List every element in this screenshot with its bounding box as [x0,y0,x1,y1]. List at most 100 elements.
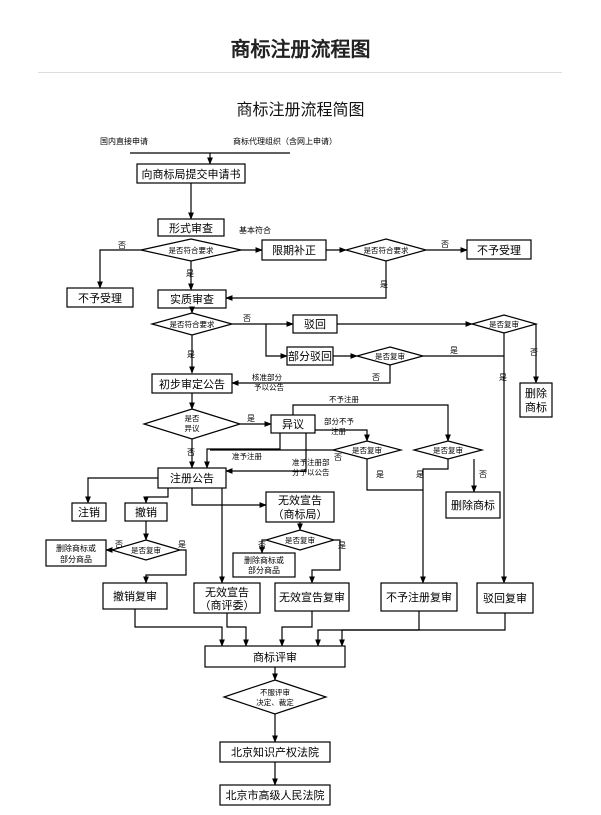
svg-text:驳回: 驳回 [304,318,326,331]
svg-text:形式审查: 形式审查 [169,221,213,235]
source-direct: 国内直接申请 [100,136,148,146]
svg-text:部分不予: 部分不予 [324,416,354,426]
svg-text:是否: 是否 [185,414,200,423]
svg-text:是否复审: 是否复审 [433,445,463,455]
svg-text:是: 是 [380,280,388,289]
decision-d7: 是否复审 [330,440,404,460]
svg-text:是否复审: 是否复审 [489,319,519,329]
decision-d5: 是否复审 [354,346,426,366]
node-invalid-trab: 无效宣告 （商评委） [193,582,261,614]
svg-text:不予注册: 不予注册 [329,394,359,404]
svg-text:初步审定公告: 初步审定公告 [159,377,225,391]
svg-text:是否复审: 是否复审 [352,445,382,455]
svg-text:无效宣告复审: 无效宣告复审 [279,590,345,604]
svg-text:否: 否 [479,470,487,479]
svg-text:注册公告: 注册公告 [170,471,214,485]
svg-text:是否复审: 是否复审 [375,351,405,361]
svg-text:否: 否 [118,241,126,250]
node-delete-mark: 删除 商标 [519,382,553,418]
node-reject-right: 不予受理 [466,239,532,260]
svg-text:注册: 注册 [331,426,346,436]
svg-text:实质审查: 实质审查 [170,292,214,306]
svg-text:是: 是 [499,373,507,382]
svg-text:是: 是 [178,540,186,549]
svg-text:北京知识产权法院: 北京知识产权法院 [231,745,319,759]
svg-text:驳回复审: 驳回复审 [483,591,527,605]
node-delete-mark2: 删除商标 [445,491,501,519]
svg-text:删除: 删除 [525,386,547,400]
svg-text:核准部分: 核准部分 [252,372,282,382]
decision-d6: 是否 异议 [141,408,243,440]
flowchart-title: 商标注册流程简图 [236,100,365,119]
decision-d11: 不服评审 决定、裁定 [222,679,328,715]
node-reject-left: 不予受理 [66,287,134,308]
svg-text:（商标局）: （商标局） [273,507,328,521]
svg-text:决定、裁定: 决定、裁定 [256,697,294,707]
decision-d1: 是否符合要求 [140,238,242,262]
title-divider [38,72,562,73]
node-revoke: 撤销 [124,502,168,522]
node-limit-fix: 限期补正 [261,239,327,261]
svg-text:是: 是 [338,541,346,550]
decision-d10: 是否复审 [263,529,337,551]
svg-text:异议: 异议 [282,418,304,431]
svg-text:是否符合要求: 是否符合要求 [364,245,409,255]
svg-text:是否复审: 是否复审 [285,535,315,545]
svg-text:否: 否 [115,540,123,549]
node-invalid-review: 无效宣告复审 [274,582,350,612]
node-delete-part-mid: 删除商标或 部分商品 [232,552,296,578]
node-partial-reject: 部分驳回 [286,346,334,366]
node-rejected: 驳回 [292,314,338,334]
svg-text:删除商标或: 删除商标或 [56,543,96,553]
svg-text:限期补正: 限期补正 [272,244,316,257]
svg-text:不予受理: 不予受理 [78,292,122,305]
decision-d2: 是否符合要求 [343,238,429,262]
node-submit: 向商标局提交申请书 [136,163,246,184]
source-agent: 商标代理组织（含网上申请） [233,136,337,146]
node-no-reg-review: 不予注册复审 [380,582,458,612]
svg-text:（商评委）: （商评委） [200,598,255,612]
svg-text:是: 是 [187,350,195,359]
node-objection: 异议 [270,414,316,434]
svg-text:部分驳回: 部分驳回 [288,349,332,363]
svg-text:删除商标: 删除商标 [451,498,495,512]
svg-text:删除商标或: 删除商标或 [244,555,284,565]
svg-text:是: 是 [376,470,384,479]
svg-text:向商标局提交申请书: 向商标局提交申请书 [142,167,241,181]
node-reg-notice: 注册公告 [157,467,227,489]
svg-text:商标: 商标 [525,400,547,414]
node-high-court: 北京市高级人民法院 [219,784,331,806]
svg-text:否: 否 [372,373,380,382]
svg-text:商标评审: 商标评审 [253,650,297,664]
node-ip-court: 北京知识产权法院 [219,741,331,763]
svg-text:部分商品: 部分商品 [248,565,280,575]
node-reject-review: 驳回复审 [476,582,534,614]
decision-d9: 是否复审 [109,539,183,561]
svg-text:异议: 异议 [185,424,200,433]
node-revoke-review: 撤销复审 [102,582,168,610]
node-prelim: 初步审定公告 [151,373,233,394]
svg-text:不服评审: 不服评审 [260,687,290,697]
svg-text:分予以公告: 分予以公告 [292,467,330,477]
svg-text:否: 否 [530,348,538,357]
node-invalid-tm: 无效宣告 （商标局） [265,491,335,523]
svg-text:予以公告: 予以公告 [254,382,284,392]
decision-d8: 是否复审 [411,440,485,460]
svg-text:是: 是 [450,346,458,355]
svg-text:是: 是 [247,414,255,423]
page-title: 商标注册流程图 [230,37,371,61]
svg-text:无效宣告: 无效宣告 [278,493,322,507]
svg-text:基本符合: 基本符合 [239,225,271,235]
svg-text:否: 否 [334,453,342,462]
svg-text:否: 否 [441,240,449,249]
svg-text:撤销复审: 撤销复审 [113,589,157,603]
decision-d3: 是否符合要求 [149,312,235,336]
svg-text:准予注册: 准予注册 [232,451,262,461]
svg-text:北京市高级人民法院: 北京市高级人民法院 [226,788,325,802]
node-cancel: 注销 [71,502,107,522]
svg-text:部分商品: 部分商品 [60,554,92,564]
svg-text:注销: 注销 [78,505,100,519]
node-trab: 商标评审 [204,645,346,668]
svg-text:是: 是 [186,269,194,278]
svg-text:撤销: 撤销 [135,505,157,519]
